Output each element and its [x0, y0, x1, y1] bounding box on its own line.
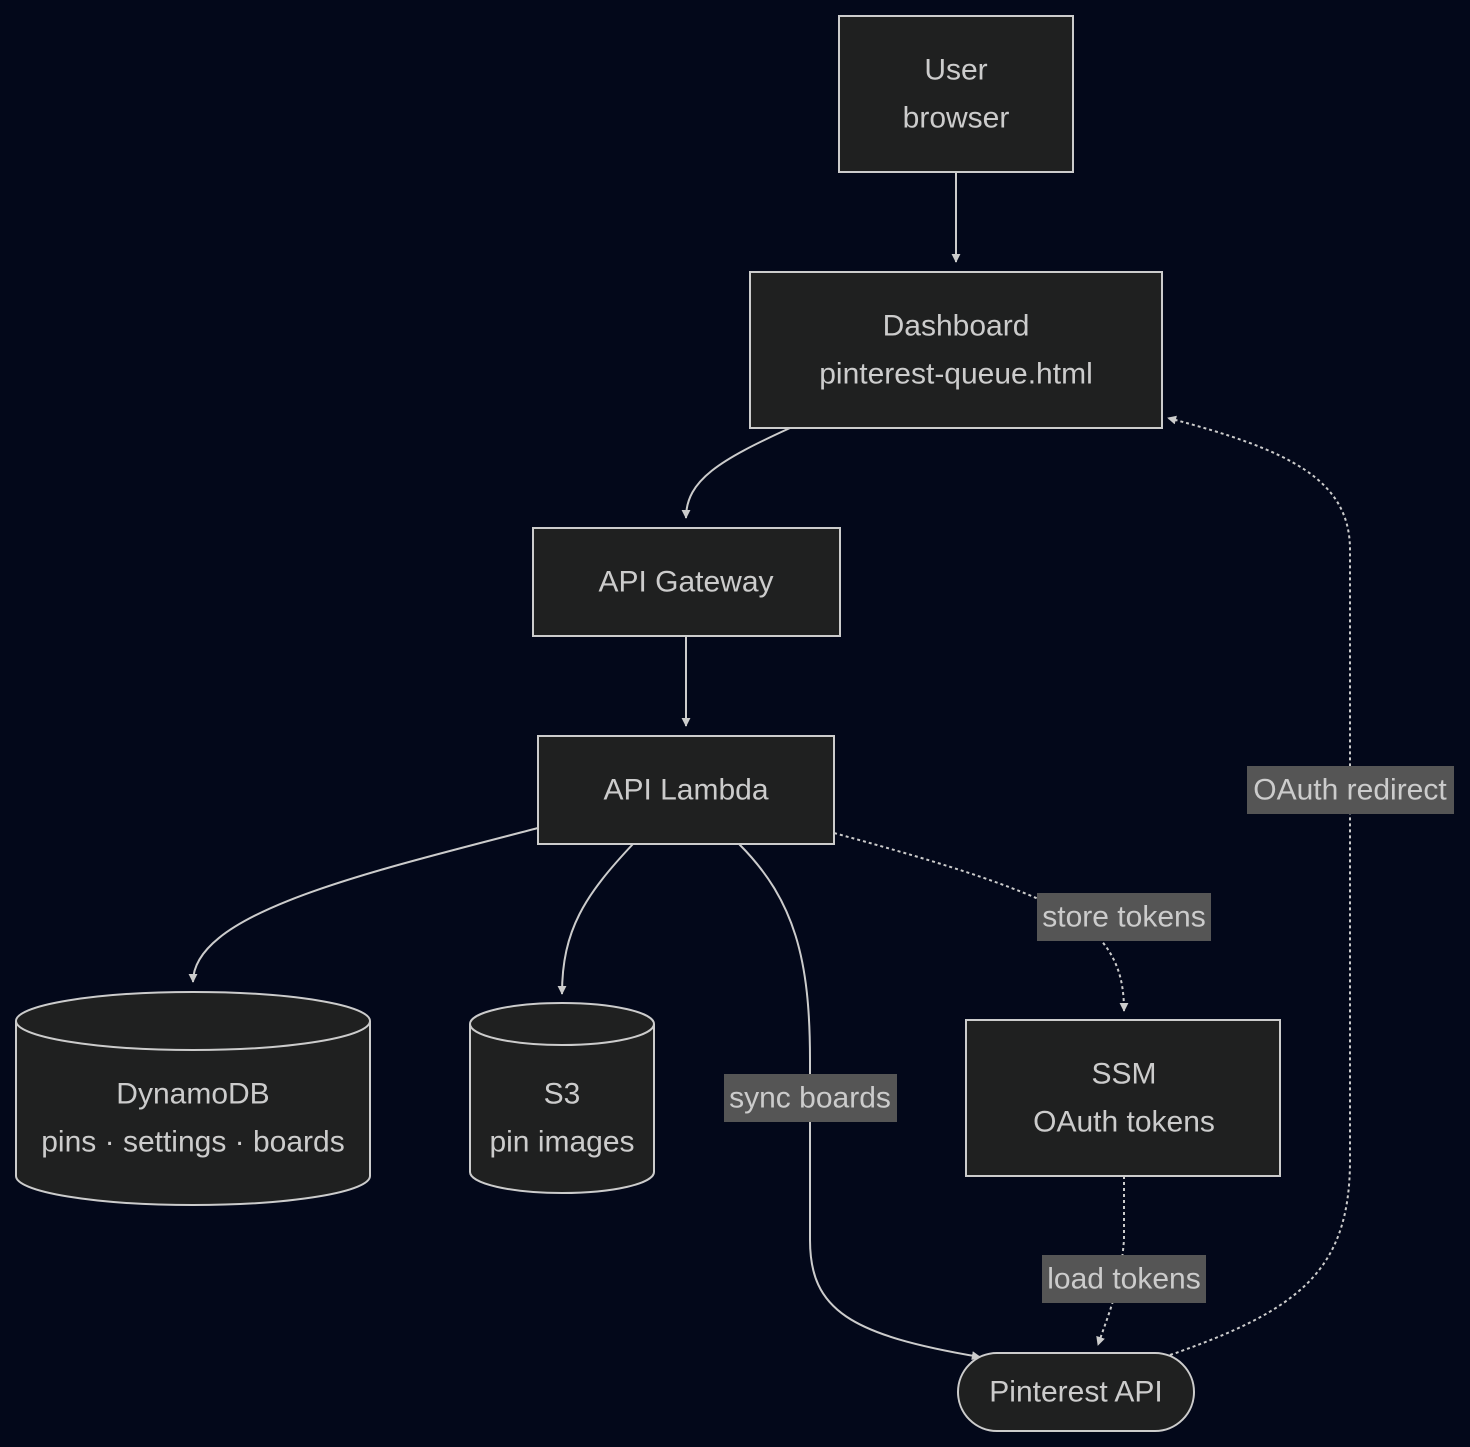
node-api-lambda: API Lambda — [537, 735, 835, 845]
svg-text:User: User — [924, 54, 987, 87]
nodes: User browser Dashboard pinterest-queue.h… — [15, 15, 1281, 1432]
edge-label-sync-boards: sync boards — [724, 1074, 897, 1122]
edge-labels: store tokens load tokens sync boards OAu… — [724, 766, 1454, 1303]
svg-text:OAuth redirect: OAuth redirect — [1253, 774, 1447, 807]
node-pinterest-api: Pinterest API — [957, 1352, 1195, 1432]
s3-cylinder-icon — [469, 1002, 655, 1194]
svg-text:OAuth tokens: OAuth tokens — [1033, 1106, 1215, 1139]
svg-text:sync boards: sync boards — [729, 1082, 891, 1115]
edge-api-lambda-to-dynamodb — [188, 827, 539, 983]
edge-api-lambda-to-pinterest-api — [738, 843, 981, 1361]
svg-text:pins · settings · boards: pins · settings · boards — [41, 1126, 344, 1159]
svg-text:DynamoDB: DynamoDB — [116, 1078, 269, 1111]
svg-text:S3: S3 — [544, 1078, 581, 1111]
svg-text:store tokens: store tokens — [1042, 901, 1205, 934]
svg-text:pin images: pin images — [489, 1126, 634, 1159]
svg-text:pinterest-queue.html: pinterest-queue.html — [819, 358, 1093, 391]
edge-dashboard-to-api-gateway — [681, 427, 791, 519]
svg-text:Dashboard: Dashboard — [883, 310, 1030, 343]
edges — [188, 172, 1351, 1361]
svg-text:browser: browser — [903, 102, 1010, 135]
edge-label-oauth-redirect: OAuth redirect — [1247, 766, 1454, 814]
edge-pinterest-api-to-dashboard — [1167, 415, 1351, 1356]
node-dashboard: Dashboard pinterest-queue.html — [749, 271, 1163, 429]
svg-text:Pinterest API: Pinterest API — [989, 1376, 1162, 1409]
svg-text:SSM: SSM — [1091, 1058, 1156, 1091]
node-user-browser: User browser — [838, 15, 1074, 173]
svg-text:API Gateway: API Gateway — [598, 566, 773, 599]
node-s3: S3 pin images — [469, 1002, 655, 1194]
svg-text:API Lambda: API Lambda — [603, 774, 768, 807]
node-ssm: SSM OAuth tokens — [965, 1019, 1281, 1177]
svg-text:load tokens: load tokens — [1047, 1263, 1200, 1296]
edge-api-lambda-to-ssm — [833, 832, 1129, 1012]
edge-api-lambda-to-s3 — [557, 843, 634, 995]
edge-label-load-tokens: load tokens — [1042, 1255, 1206, 1303]
node-api-gateway: API Gateway — [532, 527, 841, 637]
node-dynamodb: DynamoDB pins · settings · boards — [15, 991, 371, 1206]
edge-label-store-tokens: store tokens — [1037, 893, 1211, 941]
